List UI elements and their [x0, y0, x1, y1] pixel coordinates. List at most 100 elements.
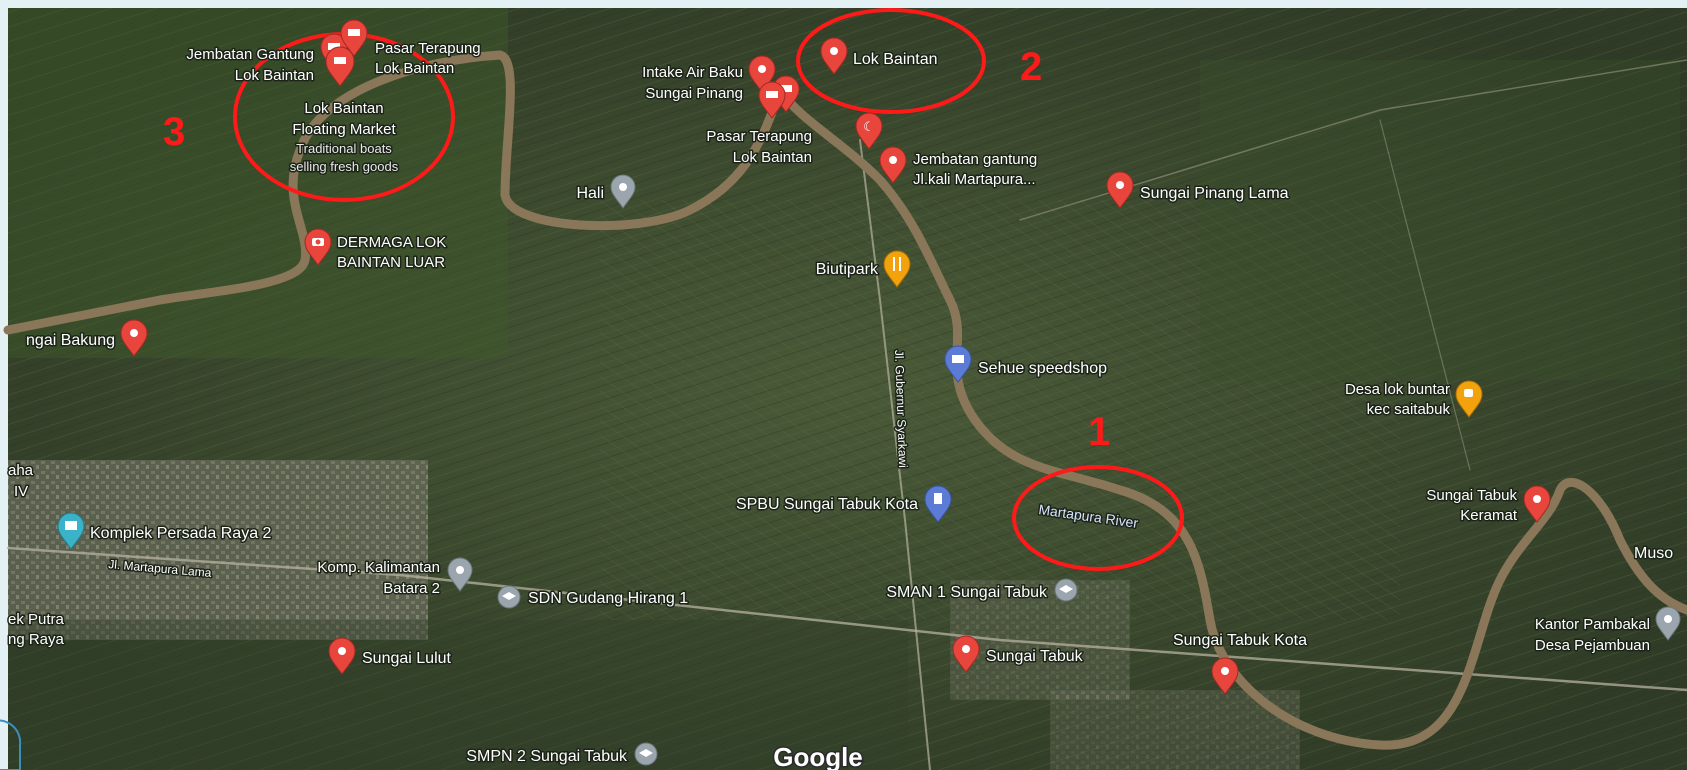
place-label: Komplek Persada Raya 2	[90, 525, 272, 542]
camera-pin-icon[interactable]	[304, 228, 332, 266]
place-label: Sungai Lulut	[362, 650, 452, 667]
place-biutipark[interactable]: Biutipark	[814, 250, 911, 288]
place-label: SPBU Sungai Tabuk Kota	[736, 496, 918, 513]
place-label-line2: kec saitabuk	[1367, 401, 1451, 418]
frame-arc	[0, 719, 22, 770]
place-intake-air-baku-sungai-pinang[interactable]: Intake Air Baku Sungai Pinang	[641, 55, 800, 119]
place-sungai-pinang-lama[interactable]: Sungai Pinang Lama	[1106, 171, 1290, 209]
school-icon[interactable]	[497, 585, 521, 609]
place-label: Sungai Tabuk	[986, 648, 1084, 665]
svg-text:☾: ☾	[863, 120, 875, 135]
shopping-cart-pin-icon[interactable]	[325, 46, 355, 87]
map-pin-icon[interactable]	[952, 635, 980, 673]
place-putra-raya[interactable]: ek Putra ng Raya	[7, 610, 67, 650]
place-pasar-terapung-lok-baintan-top[interactable]: Pasar Terapung Lok Baintan	[340, 19, 482, 79]
martapura-river	[3, 50, 1687, 750]
place-label: Jembatan gantung	[913, 151, 1037, 168]
gray-pin-icon[interactable]	[447, 557, 473, 592]
place-label: Pasar Terapung	[706, 128, 812, 145]
map-pin-icon[interactable]	[120, 319, 148, 357]
school-icon[interactable]	[634, 742, 658, 766]
gray-pin-icon[interactable]	[1655, 606, 1681, 641]
place-desa-lok-buntar[interactable]: Desa lok buntar kec saitabuk	[1343, 380, 1483, 420]
place-label-line2: Keramat	[1460, 507, 1518, 524]
place-label: Jembatan Gantung	[186, 46, 314, 63]
place-smpn-2-sungai-tabuk[interactable]: SMPN 2 Sungai Tabuk	[465, 742, 658, 767]
place-label: Sungai Tabuk	[1426, 487, 1517, 504]
place-sdn-gudang-hirang-1[interactable]: SDN Gudang Hirang 1	[497, 585, 690, 609]
place-hali[interactable]: Hali	[575, 174, 636, 209]
place-sungai-lulut[interactable]: Sungai Lulut	[328, 637, 453, 675]
shopping-cart-pin-icon[interactable]	[340, 19, 368, 57]
annotation-ellipse-2	[796, 8, 986, 114]
place-lok-baintan-floating-market[interactable]: Lok Baintan Floating Market Traditional …	[288, 46, 400, 176]
place-label-line2: ng Raya	[8, 631, 65, 648]
place-label: SMPN 2 Sungai Tabuk	[466, 748, 628, 765]
place-label: Desa lok buntar	[1345, 381, 1450, 398]
place-spbu-sungai-tabuk-kota[interactable]: SPBU Sungai Tabuk Kota	[734, 485, 952, 523]
place-sungai-tabuk-kota[interactable]: Sungai Tabuk Kota	[1171, 631, 1309, 695]
place-label-line2: Lok Baintan	[733, 149, 812, 166]
place-label: Lok Baintan	[853, 51, 938, 68]
place-muso[interactable]: Muso	[1633, 544, 1675, 564]
place-label: Hali	[576, 185, 604, 202]
place-label: Pasar Terapung	[375, 40, 481, 57]
map-pin-icon[interactable]	[820, 37, 848, 75]
place-aha-iv[interactable]: aha IV	[7, 461, 36, 502]
place-description-line2: selling fresh goods	[290, 159, 399, 174]
place-komp-kalimantan-batara-2[interactable]: Komp. Kalimantan Batara 2	[316, 557, 473, 599]
place-kantor-pambakal-desa-pejambuan[interactable]: Kantor Pambakal Desa Pejambuan	[1533, 606, 1681, 656]
place-label-line2: Jl.kali Martapura...	[913, 171, 1036, 188]
place-label: SDN Gudang Hirang 1	[528, 590, 688, 607]
place-jembatan-gantung-jl-kali-martapura[interactable]: Jembatan gantung Jl.kali Martapura...	[879, 146, 1039, 190]
place-label: ek Putra	[8, 611, 65, 628]
building-pin-icon[interactable]	[57, 512, 85, 550]
place-label: Biutipark	[816, 261, 879, 278]
place-sungai-tabuk[interactable]: Sungai Tabuk	[952, 635, 1085, 673]
map-pin-icon[interactable]	[1106, 171, 1134, 209]
place-markers: Jembatan Gantung Lok Baintan Pasar Terap…	[7, 19, 1681, 767]
place-label: SMAN 1 Sungai Tabuk	[886, 584, 1048, 601]
annotation-number-3: 3	[163, 110, 185, 154]
place-sehue-speedshop[interactable]: Sehue speedshop	[944, 345, 1109, 383]
gray-pin-icon[interactable]	[610, 174, 636, 209]
place-dermaga-lok-baintan-luar[interactable]: DERMAGA LOK BAINTAN LUAR	[304, 228, 448, 273]
map-pin-icon[interactable]	[1523, 485, 1551, 523]
place-label-line2: Sungai Pinang	[645, 85, 743, 102]
place-pasar-terapung-lok-baintan-lower[interactable]: Pasar Terapung Lok Baintan ☾	[705, 112, 883, 168]
map-pin-icon[interactable]	[879, 146, 907, 184]
cafe-pin-icon[interactable]	[1455, 380, 1483, 418]
gas-station-pin-icon[interactable]	[924, 485, 952, 523]
map-pin-icon[interactable]	[1211, 657, 1239, 695]
annotation-number-2: 2	[1020, 45, 1042, 89]
annotation-number-1: 1	[1088, 410, 1110, 454]
roads	[6, 59, 1687, 770]
place-description-line1: Traditional boats	[296, 141, 392, 156]
place-label: Sungai Tabuk Kota	[1173, 632, 1307, 649]
google-logo: Google	[773, 742, 863, 770]
place-sungai-bakung[interactable]: ngai Bakung	[25, 319, 148, 357]
shopping-cart-pin-icon[interactable]	[758, 81, 786, 119]
place-sungai-tabuk-keramat[interactable]: Sungai Tabuk Keramat	[1425, 485, 1551, 526]
place-label-line2: Lok Baintan	[375, 60, 454, 77]
restaurant-pin-icon[interactable]	[883, 250, 911, 288]
map-pin-icon[interactable]	[328, 637, 356, 675]
place-lok-baintan[interactable]: Lok Baintan	[820, 37, 939, 75]
satellite-imagery	[8, 8, 1687, 770]
place-label-line2: Lok Baintan	[235, 67, 314, 84]
place-label: DERMAGA LOK	[337, 234, 446, 251]
annotations: 3 2 1	[163, 8, 1184, 571]
annotation-ellipse-1	[1012, 465, 1184, 571]
place-label-line2: Batara 2	[383, 580, 440, 597]
mosque-pin-icon[interactable]: ☾	[855, 112, 883, 150]
place-label: Komp. Kalimantan	[317, 559, 440, 576]
shop-pin-icon[interactable]	[944, 345, 972, 383]
school-icon[interactable]	[1054, 578, 1078, 602]
place-sman-1-sungai-tabuk[interactable]: SMAN 1 Sungai Tabuk	[885, 578, 1078, 603]
place-komplek-persada-raya-2[interactable]: Komplek Persada Raya 2	[57, 512, 273, 550]
place-label: Lok Baintan	[304, 100, 383, 117]
place-label: Kantor Pambakal	[1535, 616, 1650, 633]
place-label: Sehue speedshop	[978, 360, 1107, 377]
place-label: Intake Air Baku	[642, 64, 743, 81]
